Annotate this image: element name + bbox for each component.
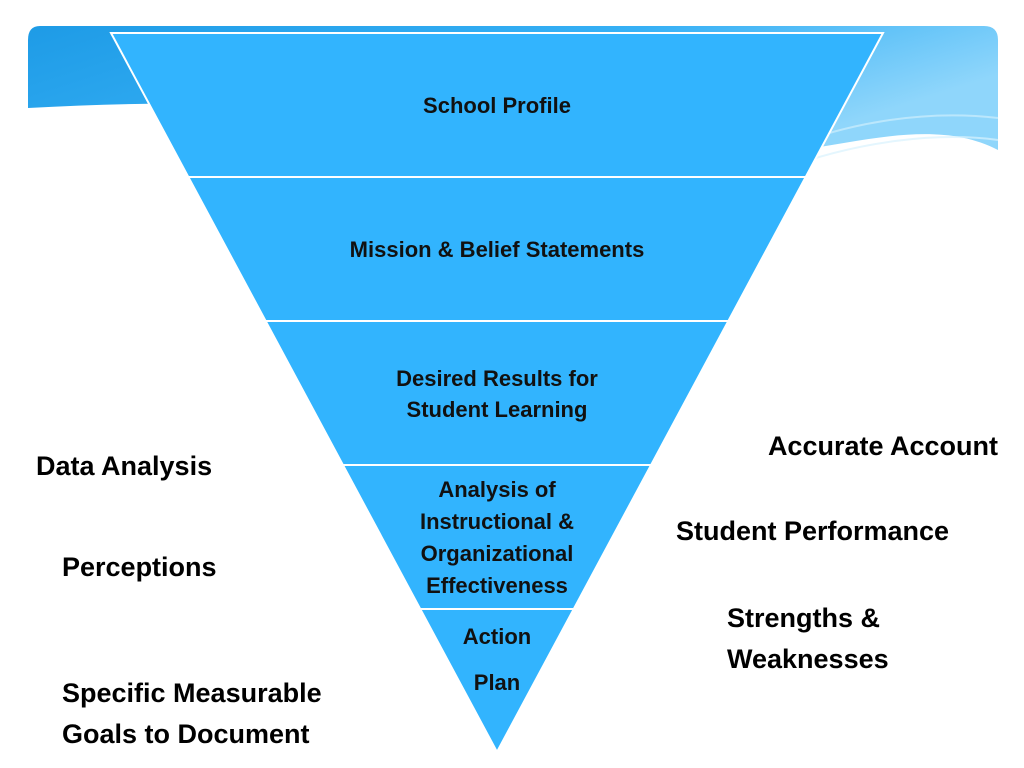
right-labels: Accurate Account Student Performance Str… — [676, 431, 998, 674]
left-labels: Data Analysis Perceptions Specific Measu… — [36, 451, 322, 749]
level-action-plan: Action Plan — [463, 624, 531, 695]
level-mission-belief: Mission & Belief Statements — [350, 237, 645, 262]
level-analysis-line2: Instructional & — [420, 509, 574, 534]
level-desired-results: Desired Results for Student Learning — [396, 366, 598, 422]
level-desired-results-line2: Student Learning — [407, 397, 588, 422]
funnel-shape — [109, 32, 885, 755]
label-strengths-line2: Weaknesses — [727, 644, 889, 674]
label-student-performance: Student Performance — [676, 516, 949, 546]
label-goals-line2: Goals to Document — [62, 719, 310, 749]
level-school-profile: School Profile — [423, 93, 571, 118]
label-data-analysis: Data Analysis — [36, 451, 212, 481]
level-action-plan-line1: Action — [463, 624, 531, 649]
label-strengths-line1: Strengths & — [727, 603, 880, 633]
level-desired-results-line1: Desired Results for — [396, 366, 598, 391]
level-analysis-line4: Effectiveness — [426, 573, 568, 598]
label-goals-line1: Specific Measurable — [62, 678, 322, 708]
label-perceptions: Perceptions — [62, 552, 217, 582]
label-accurate-account: Accurate Account — [768, 431, 998, 461]
level-analysis-line3: Organizational — [421, 541, 574, 566]
funnel: School Profile Mission & Belief Statemen… — [109, 32, 885, 755]
level-analysis: Analysis of Instructional & Organization… — [420, 477, 574, 598]
level-action-plan-line2: Plan — [474, 670, 520, 695]
level-analysis-line1: Analysis of — [438, 477, 556, 502]
